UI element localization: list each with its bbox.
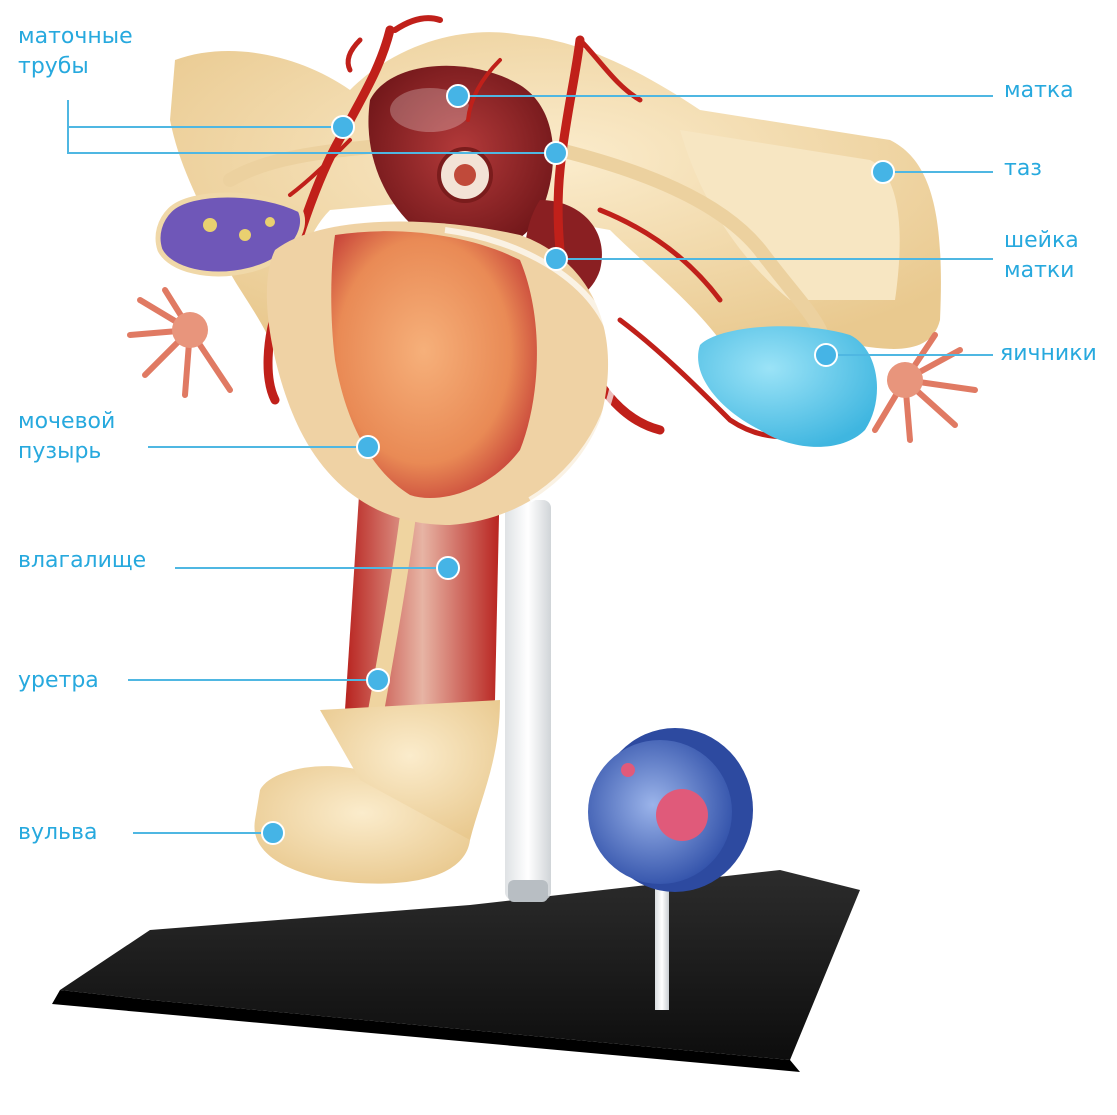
label-ovaries: яичники xyxy=(1000,339,1097,369)
follicle xyxy=(265,217,275,227)
label-vulva: вульва xyxy=(18,818,97,848)
follicle xyxy=(239,229,251,241)
marker-pelvis xyxy=(872,161,894,183)
embryo-core xyxy=(454,164,476,186)
fimbriae-right-center xyxy=(887,362,923,398)
marker-urethra xyxy=(367,669,389,691)
marker-vagina xyxy=(437,557,459,579)
stand-rod-end xyxy=(508,880,548,902)
label-urethra: уретра xyxy=(18,666,99,696)
label-uterus: матка xyxy=(1004,76,1074,106)
marker-cervix xyxy=(545,248,567,270)
label-cervix: шейка матки xyxy=(1004,226,1079,286)
egg-cell-vesicle xyxy=(621,763,635,777)
label-fallopian-tubes: маточные трубы xyxy=(18,22,133,82)
label-vagina: влагалище xyxy=(18,546,146,576)
egg-cell-nucleus xyxy=(656,789,708,841)
fimbriae-left-center xyxy=(172,312,208,348)
marker-bladder xyxy=(357,436,379,458)
follicle xyxy=(203,218,217,232)
marker-tubes-right xyxy=(545,142,567,164)
marker-ovaries xyxy=(815,344,837,366)
right-ovary xyxy=(698,326,877,447)
label-bladder: мочевой пузырь xyxy=(18,407,115,467)
label-pelvis: таз xyxy=(1004,154,1042,184)
marker-vulva xyxy=(262,822,284,844)
marker-tubes-left xyxy=(332,116,354,138)
marker-uterus xyxy=(447,85,469,107)
stand-rod xyxy=(505,500,551,900)
